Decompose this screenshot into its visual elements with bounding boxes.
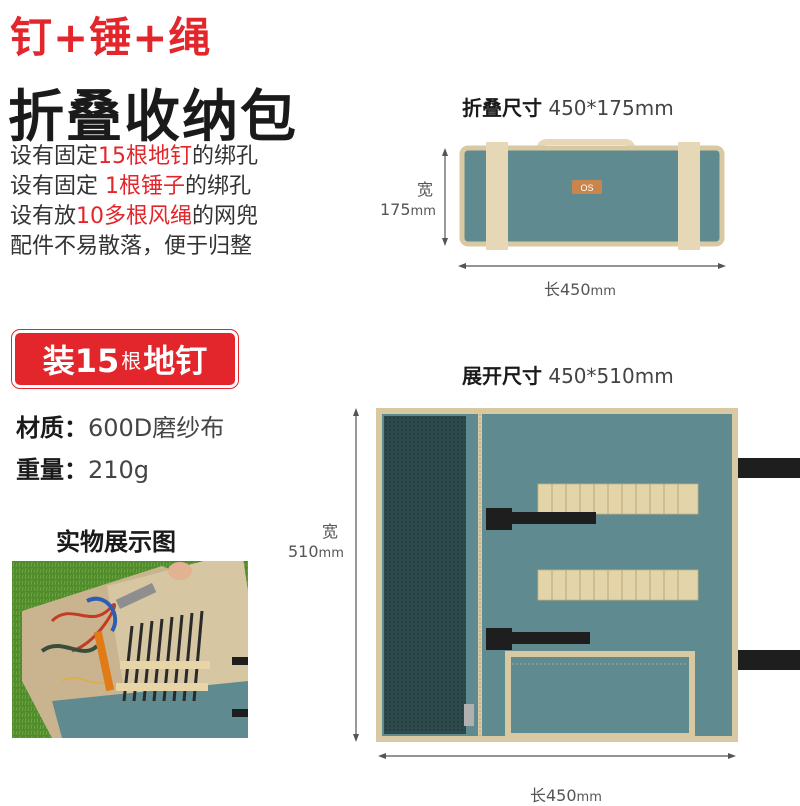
feature-line: 配件不易散落，便于归整	[10, 234, 253, 259]
feature-line: 设有固定15根地钉的绑孔	[10, 144, 259, 169]
photo-title: 实物展示图	[56, 528, 176, 556]
product-photo	[12, 561, 248, 738]
material-spec: 材质：600D磨纱布	[16, 414, 225, 442]
folded-width-value: 175mm	[380, 200, 436, 219]
logo-text: OS	[580, 183, 593, 193]
unfolded-length-label: 长450mm	[530, 786, 602, 805]
folded-size-title: 折叠尺寸 450*175mm	[462, 96, 674, 120]
unfolded-size-title: 展开尺寸 450*510mm	[462, 364, 674, 388]
feature-line: 设有放10多根风绳的网兜	[10, 204, 259, 229]
title-line-2: 折叠收纳包	[8, 85, 298, 150]
folded-width-label: 宽	[417, 180, 434, 199]
unfolded-width-value: 510mm	[288, 542, 344, 561]
unfolded-bag-diagram	[340, 400, 800, 772]
weight-spec: 重量：210g	[16, 456, 150, 484]
unfolded-width-label: 宽	[322, 522, 339, 541]
folded-bag-diagram: OS	[376, 138, 736, 298]
folded-length-label: 长450mm	[544, 280, 616, 299]
title-line-1: 钉+锤+绳	[10, 13, 212, 62]
feature-line: 设有固定 1根锤子的绑孔	[10, 174, 252, 199]
